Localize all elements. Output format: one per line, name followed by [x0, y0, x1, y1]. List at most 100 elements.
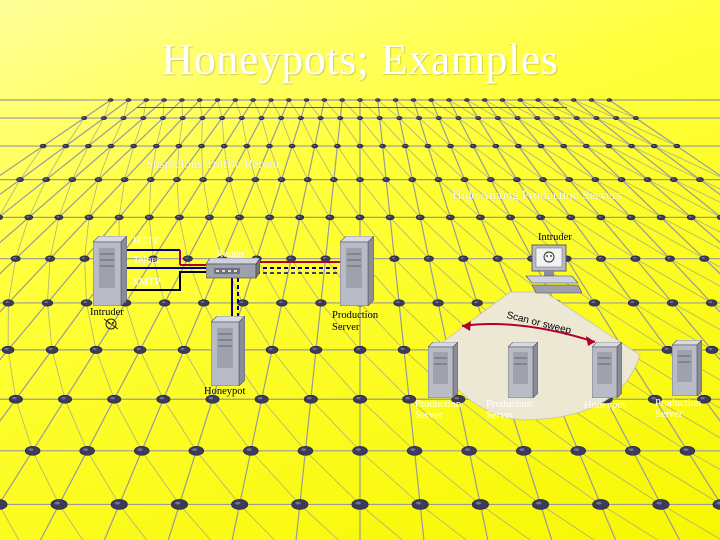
grid-node-highlight — [26, 215, 30, 218]
grid-node-highlight — [235, 501, 241, 505]
grid-node-highlight — [301, 448, 307, 451]
grid-node — [596, 255, 607, 262]
label-production-line2: Server — [332, 322, 360, 333]
label-honeypot-right: Honeypot — [584, 400, 626, 411]
grid-node — [179, 116, 186, 121]
grid-node-highlight — [688, 215, 692, 218]
grid-node-highlight — [174, 178, 178, 180]
grid-node — [566, 214, 576, 221]
grid-node — [513, 177, 521, 183]
grid-node — [494, 116, 501, 121]
grid-node-highlight — [494, 144, 497, 147]
grid-node-highlight — [664, 347, 669, 350]
intruder-server — [93, 236, 127, 306]
grid-node — [303, 98, 310, 102]
grid-node-highlight — [435, 301, 439, 304]
grid-node-highlight — [180, 347, 185, 350]
grid-node — [464, 98, 470, 102]
grid-node — [303, 177, 312, 183]
grid-node — [647, 394, 662, 404]
honeypot-server-left — [211, 316, 245, 386]
grid-node — [159, 116, 166, 121]
grid-node — [205, 394, 220, 404]
grid-node-highlight — [417, 215, 421, 218]
grid-node-highlight — [5, 301, 9, 304]
production-server-right-1 — [428, 342, 458, 398]
grid-node-highlight — [683, 448, 689, 451]
grid-node — [617, 177, 626, 183]
grid-node-highlight — [387, 215, 391, 218]
grid-node-highlight — [199, 144, 202, 147]
grid-node-highlight — [122, 178, 126, 180]
grid-node — [469, 143, 477, 149]
scan-arrowhead — [586, 336, 595, 346]
grid-node-highlight — [708, 347, 713, 350]
grid-node-highlight — [136, 347, 141, 350]
grid-node — [205, 214, 214, 221]
grid-node-highlight — [267, 144, 270, 147]
grid-node-highlight — [340, 99, 343, 101]
grid-node-highlight — [41, 144, 44, 147]
grid-node-highlight — [357, 215, 361, 218]
grid-node-highlight — [508, 215, 511, 218]
grid-node-highlight — [313, 144, 316, 147]
grid-node-highlight — [216, 99, 218, 101]
grid-node-highlight — [295, 501, 301, 505]
grid-node-highlight — [181, 117, 183, 119]
grid-node-highlight — [397, 117, 400, 119]
grid-node-highlight — [239, 301, 244, 304]
label-intruder-right: Intruder — [538, 232, 572, 243]
grid-node-highlight — [4, 347, 9, 350]
grid-node — [534, 116, 541, 121]
grid-node — [219, 116, 226, 121]
grid-node-highlight — [146, 215, 150, 218]
grid-node-highlight — [290, 144, 293, 147]
grid-node — [570, 445, 586, 456]
grid-node — [175, 143, 183, 149]
grid-node-highlight — [358, 144, 361, 147]
grid-node-highlight — [607, 99, 610, 101]
grid-node — [16, 177, 24, 183]
grid-node — [265, 214, 275, 221]
grid-node-highlight — [429, 99, 432, 101]
grid-node-highlight — [268, 347, 273, 350]
grid-node — [339, 98, 345, 102]
grid-node — [666, 299, 679, 307]
grid-node — [406, 445, 423, 456]
grid-node-highlight — [464, 448, 470, 451]
grid-node — [460, 177, 469, 183]
grid-node-highlight — [198, 99, 200, 101]
grid-node-highlight — [227, 178, 230, 180]
grid-node-highlight — [180, 99, 183, 101]
grid-node-highlight — [675, 144, 678, 147]
grid-node-highlight — [278, 301, 283, 304]
grid-node — [254, 394, 269, 404]
caption-hide-among-servers: Hide Among Production Servers — [452, 187, 622, 202]
grid-node — [50, 499, 68, 510]
grid-node — [553, 98, 559, 102]
grid-node — [499, 98, 506, 102]
grid-node — [214, 98, 221, 102]
grid-node-highlight — [322, 257, 327, 259]
grid-node — [410, 98, 417, 102]
grid-node-highlight — [237, 215, 241, 218]
grid-node-highlight — [378, 117, 381, 119]
grid-node-highlight — [658, 215, 662, 218]
grid-node — [243, 143, 251, 149]
grid-node — [68, 177, 77, 183]
grid-node — [382, 177, 391, 183]
intruder-icon-left — [102, 317, 120, 331]
grid-node — [458, 255, 469, 262]
grid-node — [445, 214, 455, 221]
grid-node — [311, 143, 319, 149]
grid-node — [628, 143, 635, 149]
grid-node-highlight — [376, 99, 379, 101]
grid-node — [536, 214, 546, 221]
grid-node — [356, 177, 364, 183]
grid-node-highlight — [410, 448, 416, 451]
grid-node-highlight — [412, 99, 414, 101]
grid-node-highlight — [307, 396, 312, 400]
grid-node — [295, 214, 305, 221]
grid-node-highlight — [312, 347, 317, 350]
grid-node-highlight — [708, 301, 713, 304]
